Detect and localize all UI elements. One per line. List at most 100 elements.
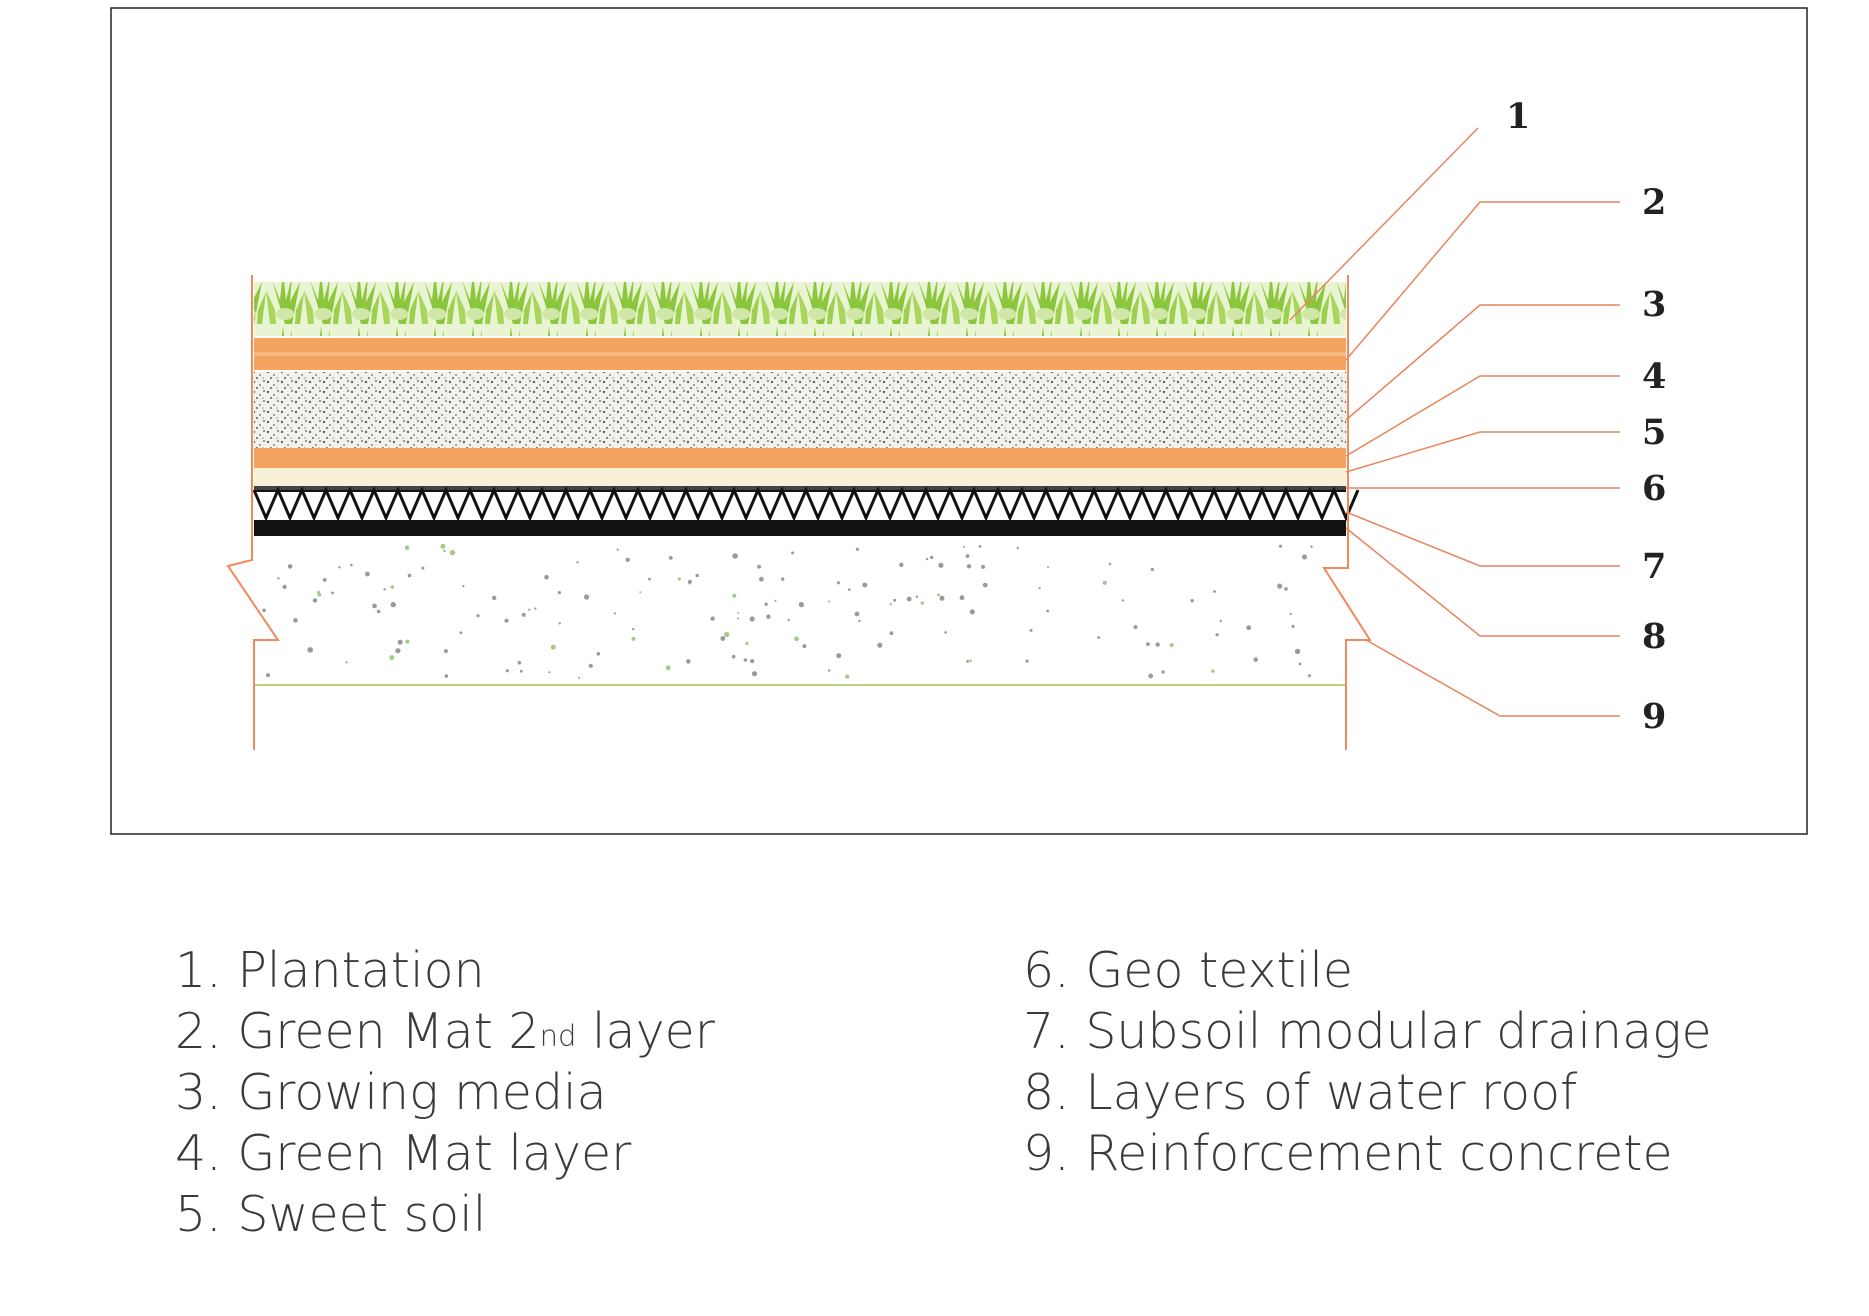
aggregate-dot bbox=[937, 593, 941, 597]
aggregate-dot bbox=[1046, 565, 1050, 569]
callout-number-6: 6 bbox=[1642, 468, 1666, 509]
aggregate-dot bbox=[1097, 636, 1101, 639]
aggregate-dot bbox=[791, 551, 795, 555]
aggregate-dot bbox=[1310, 545, 1313, 548]
aggregate-dot bbox=[631, 636, 636, 641]
aggregate-dot bbox=[759, 576, 764, 582]
aggregate-dot bbox=[1038, 587, 1041, 590]
aggregate-dot bbox=[827, 669, 831, 672]
aggregate-dot bbox=[558, 622, 561, 625]
aggregate-dot bbox=[383, 588, 386, 591]
aggregate-dot bbox=[376, 609, 381, 614]
aggregate-dot bbox=[794, 636, 799, 642]
aggregate-dot bbox=[745, 641, 749, 646]
aggregate-dot bbox=[307, 647, 314, 653]
aggregate-dot bbox=[982, 582, 988, 588]
aggregate-dot bbox=[1150, 567, 1154, 572]
aggregate-dot bbox=[421, 566, 425, 570]
callout-number-8: 8 bbox=[1642, 616, 1666, 657]
aggregate-dot bbox=[557, 591, 562, 595]
callout-number-1: 1 bbox=[1506, 96, 1530, 137]
aggregate-dot bbox=[749, 616, 755, 622]
callout-number-9: 9 bbox=[1642, 696, 1666, 737]
aggregate-dot bbox=[578, 676, 581, 679]
aggregate-dot bbox=[459, 631, 463, 635]
aggregate-dot bbox=[287, 564, 293, 569]
callout-number-5: 5 bbox=[1642, 412, 1666, 453]
aggregate-dot bbox=[443, 649, 448, 654]
aggregate-dot bbox=[720, 636, 726, 641]
aggregate-dot bbox=[372, 603, 377, 609]
legend-item: 8. Layers of water roof bbox=[1023, 1064, 1578, 1121]
superscript: nd bbox=[539, 1019, 577, 1053]
aggregate-dot bbox=[1298, 662, 1302, 666]
aggregate-dot bbox=[544, 574, 549, 580]
leader-line-7 bbox=[1345, 511, 1620, 567]
aggregate-dot bbox=[899, 562, 904, 568]
aggregate-dot bbox=[440, 543, 446, 549]
aggregate-dot bbox=[889, 603, 892, 606]
plantation-layer bbox=[254, 282, 1346, 336]
aggregate-dot bbox=[492, 595, 497, 601]
aggregate-dot bbox=[969, 659, 972, 663]
aggregate-dot bbox=[1148, 673, 1154, 679]
aggregate-dot bbox=[925, 557, 929, 561]
aggregate-dot bbox=[1291, 624, 1295, 629]
legend-item: 1. Plantation bbox=[175, 942, 485, 999]
concrete-aggregate bbox=[262, 543, 1313, 679]
aggregate-dot bbox=[1108, 562, 1112, 566]
leader-line-9 bbox=[1365, 639, 1620, 717]
subsoil-drainage-layer bbox=[252, 486, 1360, 522]
aggregate-dot bbox=[444, 674, 449, 678]
aggregate-dot bbox=[893, 598, 897, 602]
legend-left-column: 1. Plantation 2. Green Mat 2nd layer 3. … bbox=[175, 940, 715, 1245]
aggregate-dot bbox=[1213, 590, 1216, 593]
aggregate-dot bbox=[534, 607, 537, 610]
aggregate-dot bbox=[639, 591, 642, 594]
legend-item: 4. Green Mat layer bbox=[175, 1125, 632, 1182]
aggregate-dot bbox=[930, 555, 934, 560]
leader-line-8 bbox=[1345, 527, 1620, 637]
aggregate-dot bbox=[915, 595, 919, 598]
aggregate-dot bbox=[1102, 580, 1108, 585]
layer-stack bbox=[252, 282, 1360, 686]
aggregate-dot bbox=[737, 611, 740, 614]
aggregate-dot bbox=[449, 549, 456, 556]
aggregate-dot bbox=[1253, 657, 1258, 662]
aggregate-dot bbox=[677, 577, 681, 581]
aggregate-dot bbox=[528, 608, 531, 611]
aggregate-dot bbox=[966, 660, 969, 663]
aggregate-dot bbox=[1025, 659, 1029, 663]
aggregate-dot bbox=[521, 612, 526, 617]
sweet-soil-layer bbox=[254, 468, 1346, 486]
aggregate-dot bbox=[938, 562, 944, 568]
aggregate-dot bbox=[695, 573, 699, 578]
legend-item: 3. Growing media bbox=[175, 1064, 607, 1121]
aggregate-dot bbox=[855, 547, 860, 551]
aggregate-dot bbox=[836, 581, 841, 585]
legend-item: 6. Geo textile bbox=[1023, 942, 1354, 999]
aggregate-dot bbox=[282, 584, 287, 590]
aggregate-dot bbox=[389, 655, 395, 661]
aggregate-dot bbox=[616, 548, 619, 551]
aggregate-dot bbox=[781, 577, 785, 581]
aggregate-dot bbox=[277, 577, 280, 580]
aggregate-dot bbox=[350, 563, 353, 567]
aggregate-dot bbox=[345, 661, 348, 664]
aggregate-dot bbox=[757, 564, 761, 569]
aggregate-dot bbox=[265, 673, 271, 678]
leader-line-2 bbox=[1345, 201, 1620, 361]
aggregate-dot bbox=[1284, 587, 1288, 591]
aggregate-dot bbox=[978, 545, 982, 548]
aggregate-dot bbox=[1219, 619, 1222, 623]
aggregate-dot bbox=[632, 628, 635, 631]
aggregate-dot bbox=[848, 588, 851, 591]
aggregate-dot bbox=[668, 556, 673, 560]
legend-item: 2. Green Mat 2nd layer bbox=[175, 1003, 715, 1060]
aggregate-dot bbox=[1277, 583, 1283, 589]
aggregate-dot bbox=[588, 663, 593, 668]
aggregate-dot bbox=[981, 564, 985, 569]
aggregate-dot bbox=[732, 593, 737, 598]
leader-line-1 bbox=[1289, 127, 1479, 321]
aggregate-dot bbox=[584, 594, 590, 600]
